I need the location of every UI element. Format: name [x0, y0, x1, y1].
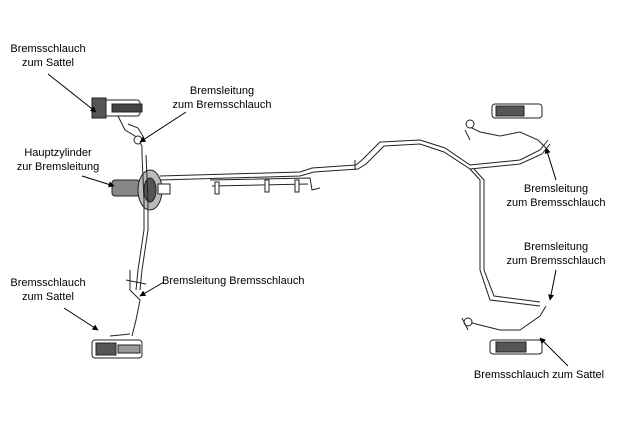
leader-front-left-line — [139, 111, 187, 143]
label-front-left-line: Bremsleitung zum Bremsschlauch — [160, 84, 284, 112]
leader-left-line-hose — [139, 281, 165, 297]
label-right-lower-line-line1: Bremsleitung — [523, 241, 589, 253]
label-rear-left-hose: Bremsschlauch zum Sattel — [8, 276, 88, 304]
leader-right-upper-line — [544, 147, 557, 181]
leader-rear-left-hose — [63, 307, 99, 331]
leader-right-lower-hose — [539, 337, 569, 367]
label-master-cylinder-line1: Hauptzylinder — [24, 147, 92, 159]
rear-left-brake-assembly — [91, 333, 143, 359]
label-front-left-hose-line2: zum Sattel — [22, 57, 74, 69]
frame-rail — [209, 160, 356, 195]
label-master-cylinder: Hauptzylinder zur Bremsleitung — [6, 146, 110, 174]
main-brake-line — [159, 139, 551, 307]
label-rear-left-hose-line1: Bremsschlauch — [10, 277, 86, 289]
right-upper-brake-assembly — [464, 103, 549, 151]
right-lower-brake-assembly — [461, 305, 547, 355]
label-rear-left-hose-line2: zum Sattel — [22, 291, 74, 303]
label-front-left-line-line2: zum Bremsschlauch — [172, 99, 272, 111]
label-front-left-hose: Bremsschlauch zum Sattel — [8, 42, 88, 70]
label-right-upper-line-line1: Bremsleitung — [523, 183, 589, 195]
label-master-cylinder-line2: zur Bremsleitung — [16, 161, 100, 173]
label-right-lower-line-line2: zum Bremsschlauch — [506, 255, 606, 267]
label-right-upper-line-line2: zum Bremsschlauch — [506, 197, 606, 209]
label-right-lower-hose: Bremsschlauch zum Sattel — [473, 369, 605, 381]
label-right-lower-line: Bremsleitung zum Bremsschlauch — [498, 240, 614, 268]
leader-lines — [47, 73, 569, 367]
label-right-upper-line: Bremsleitung zum Bremsschlauch — [498, 182, 614, 210]
leader-front-left-hose — [47, 73, 97, 113]
leader-right-lower-line — [548, 269, 557, 301]
label-front-left-line-line1: Bremsleitung — [189, 85, 255, 97]
label-front-left-hose-line1: Bremsschlauch — [10, 43, 86, 55]
leader-master-cylinder — [81, 175, 115, 188]
left-vertical-line — [125, 154, 149, 337]
label-left-line-hose: Bremsleitung Bremsschlauch — [162, 275, 305, 287]
